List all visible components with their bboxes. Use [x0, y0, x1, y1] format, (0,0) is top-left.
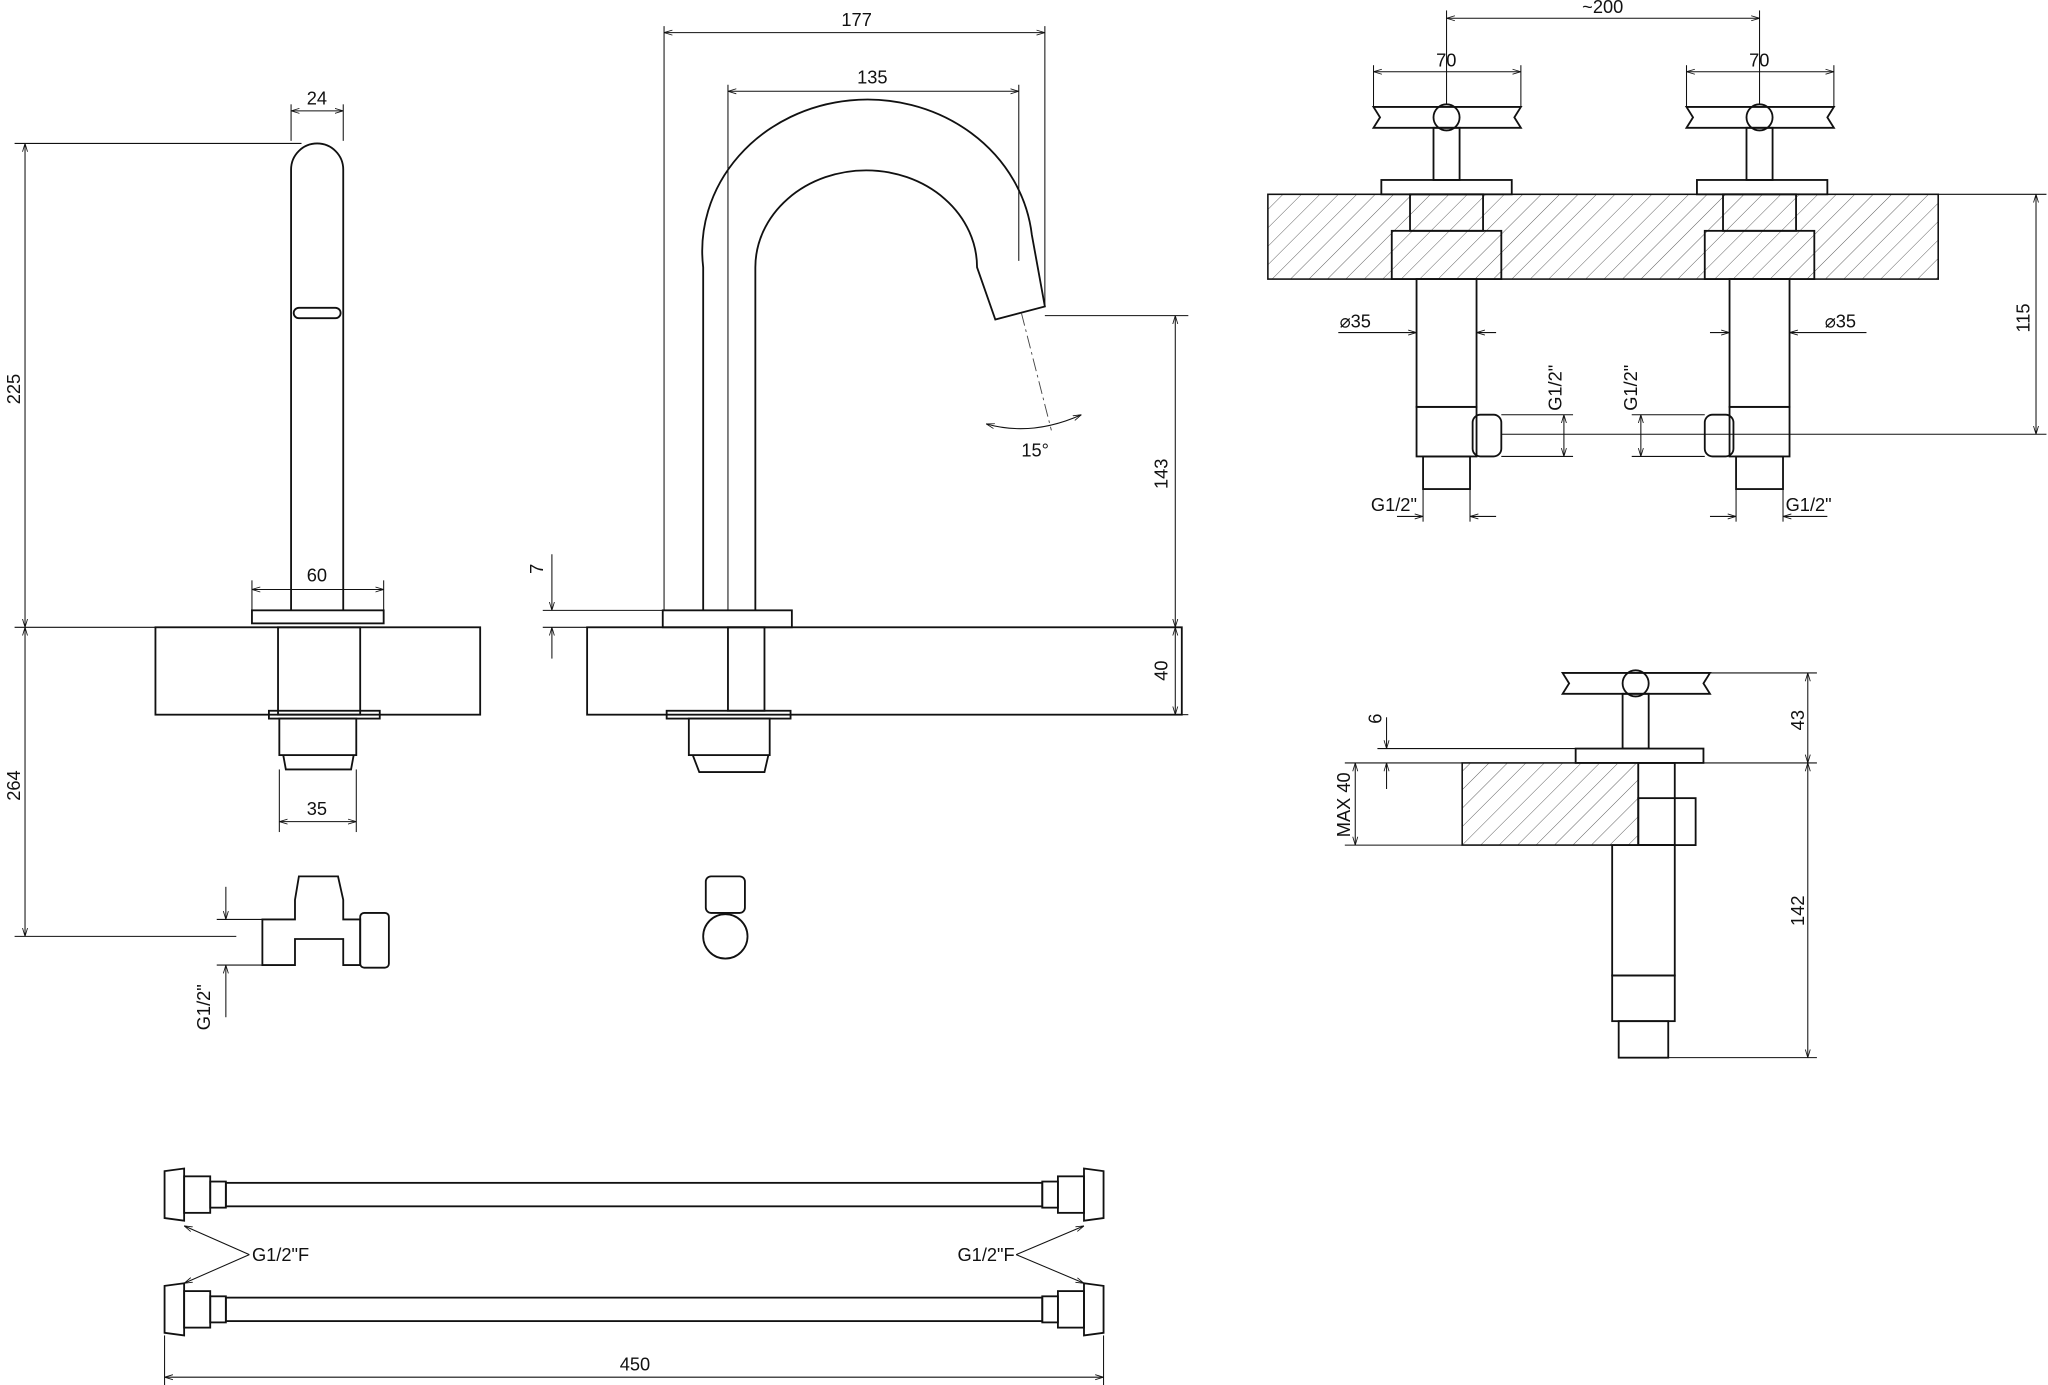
dim-counter-thickness: 40	[1150, 660, 1171, 680]
dim-hose-length: 450	[620, 1354, 650, 1375]
dim-handle-spacing: ~200	[1582, 0, 1623, 17]
dim-handle-height: 43	[1787, 710, 1808, 730]
handle-right	[1684, 103, 1836, 490]
dim-handle-width-right: 70	[1749, 50, 1769, 71]
hose-thread-left: G1/2"F	[252, 1244, 309, 1265]
handle-left	[1371, 103, 1523, 490]
dim-thread-right-h: G1/2"	[1786, 494, 1832, 515]
dim-diam-right: ⌀35	[1825, 310, 1856, 331]
dim-under-width: 35	[307, 798, 327, 819]
dim-handle-width-left: 70	[1436, 50, 1456, 71]
dim-diam-left: ⌀35	[1340, 310, 1371, 331]
dim-reach-outer: 177	[841, 9, 871, 30]
valve-side-view: 43 142 6 MAX 40	[1333, 669, 1817, 1059]
hoses: G1/2"F G1/2"F 450	[163, 1167, 1105, 1385]
side-view-spout: 15° 177 135 143 40 7	[526, 9, 1189, 960]
dim-reach-inner: 135	[857, 66, 887, 87]
dim-base-thickness: 7	[526, 564, 547, 574]
dim-flange: 6	[1364, 714, 1385, 724]
dim-valve-height: 115	[2012, 303, 2033, 332]
dim-angle: 15°	[1021, 439, 1049, 460]
hose-bottom	[163, 1282, 1105, 1337]
dim-max-counter: MAX 40	[1333, 772, 1354, 837]
valves-front-view: ~200 70 70 ⌀35 ⌀35 115 G1/2" G1/2" G1/2"…	[1267, 0, 2047, 522]
hose-thread-right: G1/2"F	[957, 1244, 1014, 1265]
dim-thread-left-h: G1/2"	[1371, 494, 1417, 515]
dim-thread-valve: G1/2"	[193, 984, 214, 1030]
dim-thread-right-v: G1/2"	[1620, 365, 1641, 411]
dim-under-depth: 264	[3, 770, 24, 800]
dim-spout-width: 24	[307, 87, 327, 108]
dim-thread-left-v: G1/2"	[1544, 365, 1565, 411]
dim-base-width: 60	[307, 565, 327, 586]
dim-spout-height: 225	[3, 374, 24, 404]
dim-valve-depth: 142	[1787, 895, 1808, 925]
hose-top	[163, 1167, 1105, 1222]
front-view-spout: 24 225 264 60 35 G1/2"	[3, 87, 482, 1030]
dim-outlet-height: 143	[1150, 459, 1171, 489]
